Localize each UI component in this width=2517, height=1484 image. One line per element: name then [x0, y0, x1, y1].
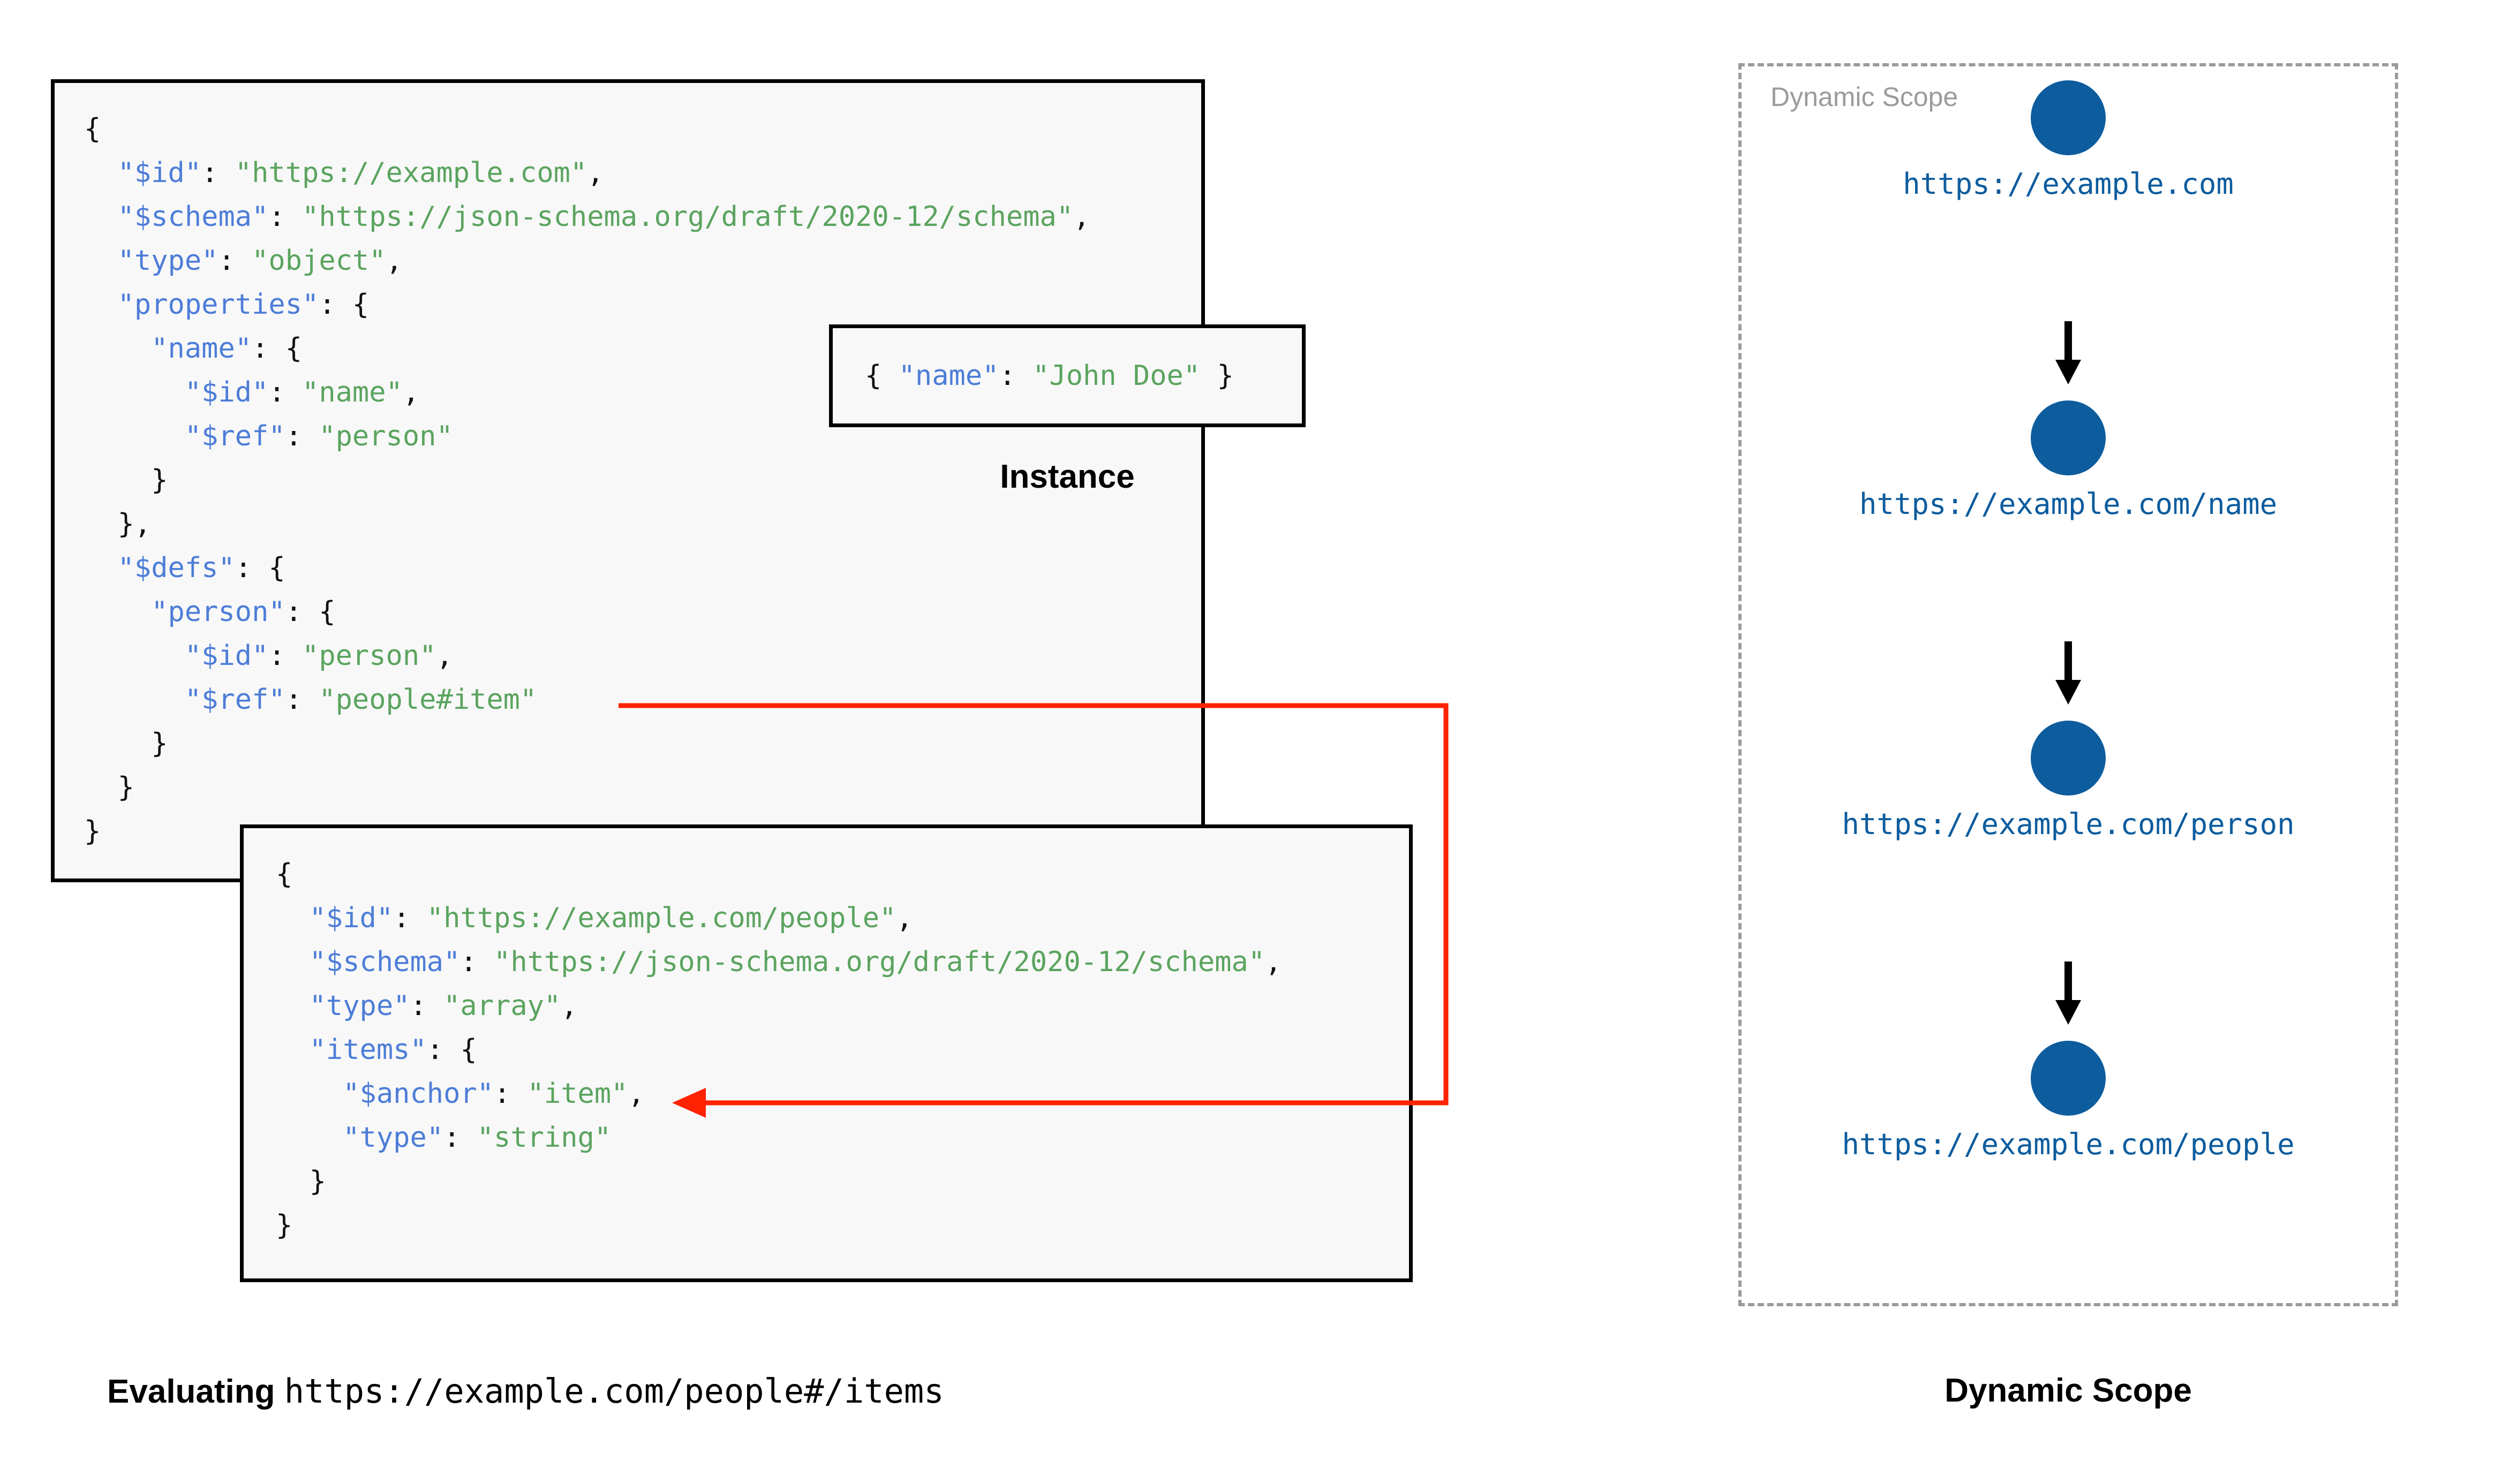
root-schema-code: { "$id": "https://example.com", "$schema… — [84, 113, 1090, 847]
evaluating-caption: Evaluating https://example.com/people#/i… — [107, 1372, 944, 1411]
scope-node-3-label: https://example.com/person — [1842, 807, 2295, 841]
scope-node-3: https://example.com/person — [1738, 721, 2398, 841]
scope-arrow-1-2 — [1738, 321, 2398, 388]
scope-node-4-label: https://example.com/people — [1842, 1127, 2295, 1161]
arrow-down-icon — [2055, 641, 2081, 705]
people-schema-box: { "$id": "https://example.com/people", "… — [240, 824, 1413, 1282]
scope-node-1: https://example.com — [1738, 80, 2398, 201]
scope-circle-icon — [2031, 721, 2106, 796]
arrow-down-icon — [2055, 321, 2081, 384]
scope-node-1-label: https://example.com — [1903, 167, 2234, 201]
arrow-down-icon — [2055, 961, 2081, 1025]
evaluating-label: Evaluating — [107, 1373, 284, 1410]
people-schema-code: { "$id": "https://example.com/people", "… — [276, 858, 1282, 1241]
scope-circle-icon — [2031, 1041, 2106, 1116]
scope-node-4: https://example.com/people — [1738, 1041, 2398, 1161]
scope-arrow-3-4 — [1738, 961, 2398, 1028]
scope-arrow-2-3 — [1738, 641, 2398, 708]
instance-code: { "name": "John Doe" } — [865, 360, 1234, 392]
instance-box: { "name": "John Doe" } — [829, 324, 1306, 427]
instance-caption: Instance — [1000, 458, 1135, 495]
dynamic-scope-inner-label: Dynamic Scope — [1770, 82, 1958, 112]
evaluating-uri: https://example.com/people#/items — [284, 1372, 944, 1411]
scope-circle-icon — [2031, 80, 2106, 155]
scope-node-2-label: https://example.com/name — [1859, 487, 2278, 521]
dynamic-scope-caption: Dynamic Scope — [1945, 1372, 2192, 1409]
scope-circle-icon — [2031, 400, 2106, 475]
scope-node-2: https://example.com/name — [1738, 400, 2398, 521]
